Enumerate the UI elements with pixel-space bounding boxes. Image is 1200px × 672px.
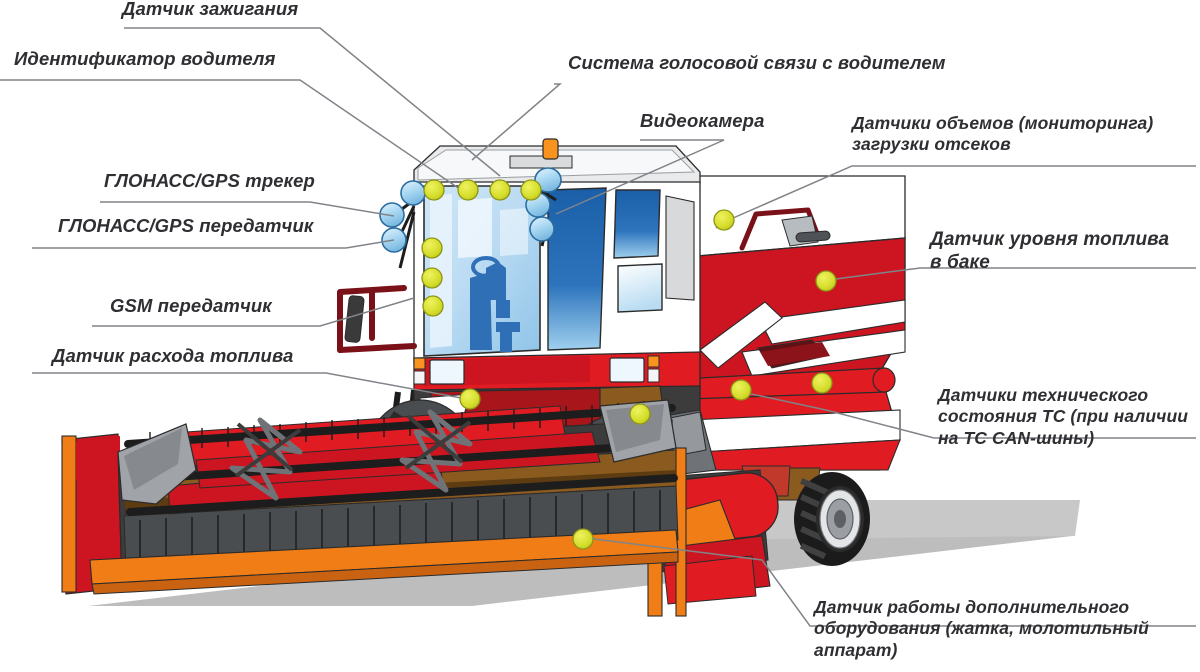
label-voice-comm-system: Система голосовой связи с водителем (568, 52, 946, 73)
headlight-left (429, 359, 465, 385)
marker-gsm-transmitter (422, 295, 444, 317)
marker-glonass-transmitter (421, 267, 443, 289)
leader-gsm-transmitter (92, 297, 415, 327)
marker-driver-id (457, 179, 479, 201)
marker-fuel-level (815, 270, 837, 292)
marker-voice-comm (489, 179, 511, 201)
driver-silhouette (470, 256, 520, 352)
marker-bin-volume (713, 209, 735, 231)
label-gsm-transmitter: GSM передатчик (110, 295, 272, 316)
leader-video-camera (555, 139, 725, 215)
label-fuel-consumption-sensor: Датчик расхода топлива (52, 345, 294, 366)
headlight-right (609, 357, 645, 383)
leader-fuel-consumption (32, 372, 473, 401)
leader-ignition-sensor (124, 27, 501, 177)
marker-can-bus-b (730, 379, 752, 401)
marker-video-camera (520, 179, 542, 201)
operator-cab (337, 138, 701, 471)
marker-ignition (423, 179, 445, 201)
marker-aux-equipment (572, 528, 594, 550)
sensor-markers (421, 179, 837, 550)
work-lamps (379, 167, 562, 269)
label-aux-equipment-sensor: Датчик работы дополнительного оборудован… (814, 597, 1149, 660)
label-glonass-gps-transmitter: ГЛОНАСС/GPS передатчик (58, 215, 314, 236)
label-fuel-level-sensor: Датчик уровня топлива в баке (930, 229, 1170, 274)
leader-bin-volume (723, 165, 1196, 223)
leader-driver-identifier (0, 79, 471, 197)
label-ignition-sensor: Датчик зажигания (122, 0, 299, 19)
leader-glonass-tracker (100, 201, 395, 217)
leader-fuel-level (827, 267, 1196, 281)
label-video-camera: Видеокамера (640, 110, 765, 131)
label-bin-volume-sensors: Датчики объемов (мониторинга) загрузки о… (852, 113, 1154, 155)
side-mirror (344, 295, 365, 343)
marker-can-bus-a (629, 403, 651, 425)
leader-aux-equipment (585, 537, 1196, 627)
leader-glonass-transmitter (32, 239, 395, 249)
marker-can-bus-c (811, 372, 833, 394)
label-can-bus-sensors: Датчики технического состояния ТС (при н… (938, 385, 1189, 448)
label-glonass-gps-tracker: ГЛОНАСС/GPS трекер (104, 170, 315, 191)
marker-glonass-tracker (421, 237, 443, 259)
leader-voice-comm (471, 83, 563, 161)
marker-fuel-consumption (459, 388, 481, 410)
grain-header (61, 399, 679, 595)
leader-can-bus (741, 391, 1196, 439)
rear-wheel (794, 472, 870, 566)
label-driver-identifier: Идентификатор водителя (14, 48, 276, 69)
roof-beacon (542, 138, 559, 160)
